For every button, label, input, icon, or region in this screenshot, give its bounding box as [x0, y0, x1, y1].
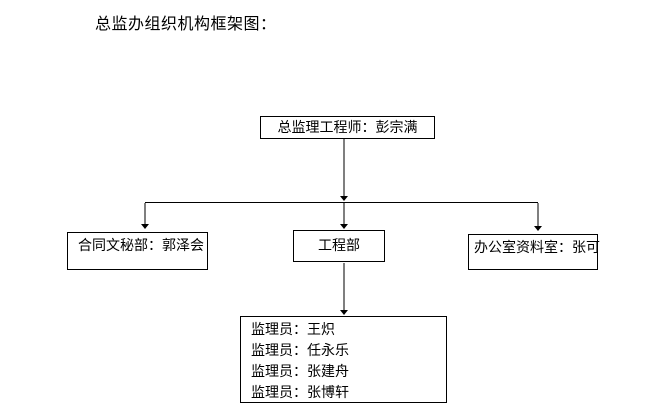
- org-node-office-dept-label: 办公室资料室：张可: [474, 240, 600, 256]
- supervisor-item: 监理员：任永乐: [251, 343, 349, 359]
- connector-bus-to-contract: [144, 203, 146, 224]
- supervisor-item: 监理员：张建舟: [251, 364, 349, 380]
- arrow-down-icon: [340, 196, 348, 201]
- supervisor-item: 监理员：张博轩: [251, 385, 349, 401]
- connector-bus-to-office: [537, 203, 539, 226]
- page-title: 总监办组织机构框架图：: [95, 14, 277, 33]
- org-node-chief-engineer: 总监理工程师：彭宗满: [260, 116, 435, 139]
- org-node-contract-dept: 合同文秘部：郭泽会: [67, 232, 208, 270]
- arrow-down-icon: [340, 310, 348, 315]
- arrow-down-icon: [534, 226, 542, 231]
- connector-engineering-to-members: [343, 263, 345, 310]
- supervisor-item: 监理员：王炽: [251, 322, 335, 338]
- org-node-supervisors: 监理员：王炽 监理员：任永乐 监理员：张建舟 监理员：张博轩: [240, 316, 447, 403]
- org-node-engineering-dept-label: 工程部: [318, 238, 360, 254]
- arrow-down-icon: [340, 224, 348, 229]
- org-node-office-dept: 办公室资料室：张可: [468, 234, 600, 270]
- org-node-engineering-dept: 工程部: [293, 230, 385, 262]
- connector-horizontal-bus: [145, 202, 538, 203]
- org-node-chief-engineer-label: 总监理工程师：彭宗满: [277, 119, 418, 136]
- connector-root-to-bus: [343, 139, 345, 196]
- arrow-down-icon: [141, 224, 149, 229]
- connector-bus-to-engineering: [343, 203, 345, 224]
- org-node-contract-dept-label: 合同文秘部：郭泽会: [78, 238, 204, 254]
